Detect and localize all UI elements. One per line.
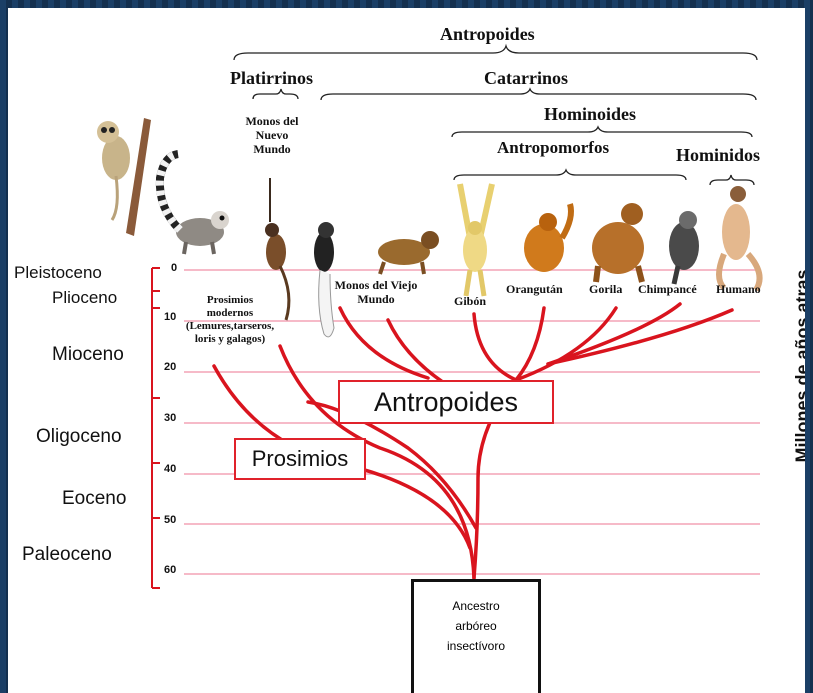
label-monos-nuevo-mundo: Monos del Nuevo Mundo: [242, 114, 302, 156]
label-monos-viejo-mundo: Monos del Viejo Mundo: [326, 278, 426, 306]
brace-hominoides: [452, 127, 752, 137]
tick-30: 30: [164, 412, 176, 424]
label-hominidos: Hominidos: [676, 145, 760, 166]
clade-prosimios-box: Prosimios: [234, 438, 366, 480]
label-hominoides: Hominoides: [544, 104, 636, 125]
chimpanzee-illustration: [669, 211, 699, 284]
epoch-pleistoceno: Pleistoceno: [14, 263, 102, 283]
human-illustration: [719, 186, 760, 290]
brace-platirrinos: [253, 89, 298, 99]
epoch-mioceno: Mioceno: [52, 344, 124, 366]
gibbon-illustration: [460, 184, 492, 296]
label-orangutan: Orangután: [506, 282, 563, 297]
lemur-illustration: [160, 154, 229, 254]
tarsier-illustration: [97, 118, 151, 236]
tick-50: 50: [164, 514, 176, 526]
gorilla-illustration: [592, 203, 644, 282]
label-prosimios-modernos: Prosimios modernos (Lemures,tarseros, lo…: [170, 294, 290, 346]
brace-antropomorfos: [454, 170, 686, 180]
label-platirrinos: Platirrinos: [230, 68, 313, 89]
label-chimpance: Chimpancé: [638, 282, 697, 297]
tick-40: 40: [164, 463, 176, 475]
ancestor-line-2: arbóreo: [414, 616, 538, 636]
label-antropoides-top: Antropoides: [440, 24, 535, 45]
label-antropomorfos: Antropomorfos: [497, 138, 609, 158]
epoch-plioceno: Plioceno: [52, 288, 117, 308]
tick-20: 20: [164, 361, 176, 373]
phylogeny-diagram: Antropoides Platirrinos Catarrinos Homin…: [8, 8, 805, 693]
orangutan-illustration: [524, 204, 571, 272]
axis-label-millones: Millones de años atras: [793, 269, 806, 462]
clade-antropoides-box: Antropoides: [338, 380, 554, 424]
tick-0: 0: [171, 262, 177, 274]
epoch-eoceno: Eoceno: [62, 488, 126, 510]
ancestor-line-3: insectívoro: [414, 636, 538, 656]
label-catarrinos: Catarrinos: [484, 68, 568, 89]
label-gibon: Gibón: [454, 294, 486, 309]
epoch-oligoceno: Oligoceno: [36, 426, 122, 448]
brace-catarrinos: [321, 89, 756, 100]
label-humano: Humano: [716, 282, 761, 297]
brace-antropoides: [234, 46, 757, 60]
brace-hominidos: [710, 175, 754, 185]
label-gorila: Gorila: [589, 282, 622, 297]
branch-monos-viejo-2: [340, 308, 428, 378]
ancestor-line-1: Ancestro: [414, 596, 538, 616]
diagram-lines: [8, 8, 805, 693]
epoch-brackets: [152, 268, 160, 588]
epoch-paleoceno: Paleoceno: [22, 544, 112, 566]
ancestor-box: Ancestro arbóreo insectívoro: [411, 579, 541, 693]
branch-gibon: [474, 314, 516, 380]
tick-60: 60: [164, 564, 176, 576]
